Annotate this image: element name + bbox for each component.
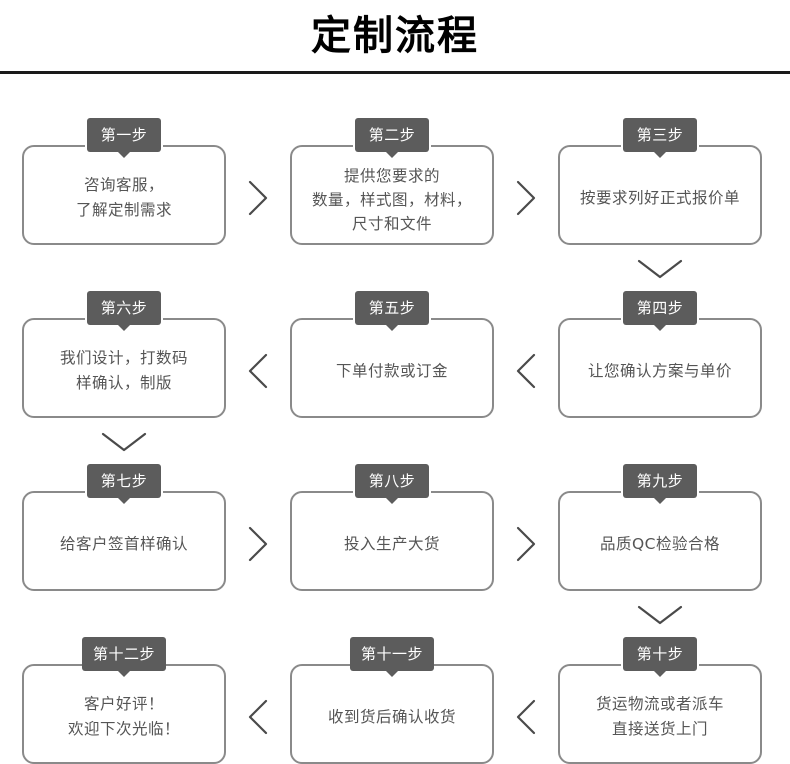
flow-step-card-12[interactable]: 第十二步 客户好评！ 欢迎下次光临！ [22,637,226,764]
page-header: 定制流程 [0,0,790,80]
step-text-line: 我们设计，打数码 [59,349,188,367]
step-badge-6: 第六步 [87,291,161,331]
flow-step-card-11[interactable]: 第十一步 收到货后确认收货 [290,637,494,764]
step-badge-9: 第九步 [623,464,697,504]
step-text-line: 样确认，制版 [75,374,172,392]
connector-step4-to-step5 [513,351,539,391]
step-text-line: 下单付款或订金 [335,361,448,380]
flow-step-text-8: 投入生产大货 [292,493,492,589]
connector-step11-to-step12 [245,697,271,737]
chevron-down-icon [99,429,149,455]
page-title: 定制流程 [311,13,479,59]
flow-step-card-5[interactable]: 第五步 下单付款或订金 [290,291,494,418]
connector-step6-to-step7 [99,429,149,455]
step-badge-12: 第十二步 [81,637,167,677]
step-badge-10: 第十步 [623,637,697,677]
flow-step-text-7: 给客户签首样确认 [24,493,224,589]
step-text-line: 投入生产大货 [343,534,440,553]
chevron-left-icon [245,697,271,737]
step-text-line: 欢迎下次光临！ [67,720,180,738]
flow-step-text-6: 我们设计，打数码 样确认，制版 [24,320,224,416]
step-text-line: 提供您要求的 [343,167,440,185]
flow-step-text-1: 咨询客服， 了解定制需求 [24,147,224,243]
flow-step-card-7[interactable]: 第七步 给客户签首样确认 [22,464,226,591]
step-badge-11: 第十一步 [349,637,435,677]
flow-step-card-1[interactable]: 第一步 咨询客服， 了解定制需求 [22,118,226,245]
step-badge-1: 第一步 [87,118,161,158]
flow-step-text-10: 货运物流或者派车 直接送货上门 [560,666,760,762]
step-text-line: 给客户签首样确认 [59,534,188,553]
flow-step-card-6[interactable]: 第六步 我们设计，打数码 样确认，制版 [22,291,226,418]
flow-step-card-10[interactable]: 第十步 货运物流或者派车 直接送货上门 [558,637,762,764]
step-text-line: 尺寸和文件 [351,215,432,233]
chevron-right-icon [245,178,271,218]
chevron-left-icon [513,697,539,737]
step-text-line: 让您确认方案与单价 [587,361,732,380]
step-text-line: 品质QC检验合格 [599,534,721,553]
connector-step3-to-step4 [635,256,685,282]
chevron-down-icon [635,602,685,628]
step-text-line: 货运物流或者派车 [595,695,724,713]
step-badge-4: 第四步 [623,291,697,331]
connector-step5-to-step6 [245,351,271,391]
flow-step-text-11: 收到货后确认收货 [292,666,492,762]
step-text-line: 数量，样式图，材料， [311,191,472,209]
flow-step-card-2[interactable]: 第二步 提供您要求的 数量，样式图，材料， 尺寸和文件 [290,118,494,245]
title-divider [0,71,790,74]
connector-step8-to-step9 [513,524,539,564]
process-flow-diagram: 第一步 咨询客服， 了解定制需求 第二步 提供您要求的 数量，样式图，材料， 尺… [0,80,790,764]
flow-step-text-4: 让您确认方案与单价 [560,320,760,416]
flow-step-card-3[interactable]: 第三步 按要求列好正式报价单 [558,118,762,245]
flow-step-text-3: 按要求列好正式报价单 [560,147,760,243]
step-badge-7: 第七步 [87,464,161,504]
step-text-line: 按要求列好正式报价单 [579,188,740,207]
chevron-down-icon [635,256,685,282]
connector-step2-to-step3 [513,178,539,218]
step-text-line: 收到货后确认收货 [327,707,456,726]
flow-step-card-8[interactable]: 第八步 投入生产大货 [290,464,494,591]
connector-step9-to-step10 [635,602,685,628]
step-text-line: 了解定制需求 [75,201,172,219]
chevron-right-icon [513,178,539,218]
step-badge-5: 第五步 [355,291,429,331]
step-text-line: 客户好评！ [83,695,164,713]
chevron-right-icon [245,524,271,564]
step-badge-2: 第二步 [355,118,429,158]
flow-step-card-9[interactable]: 第九步 品质QC检验合格 [558,464,762,591]
flow-step-card-4[interactable]: 第四步 让您确认方案与单价 [558,291,762,418]
chevron-left-icon [245,351,271,391]
flow-step-text-5: 下单付款或订金 [292,320,492,416]
flow-step-text-12: 客户好评！ 欢迎下次光临！ [24,666,224,762]
chevron-right-icon [513,524,539,564]
step-badge-8: 第八步 [355,464,429,504]
connector-step7-to-step8 [245,524,271,564]
flow-step-text-2: 提供您要求的 数量，样式图，材料， 尺寸和文件 [292,147,492,243]
step-badge-3: 第三步 [623,118,697,158]
flow-step-text-9: 品质QC检验合格 [560,493,760,589]
connector-step10-to-step11 [513,697,539,737]
connector-step1-to-step2 [245,178,271,218]
chevron-left-icon [513,351,539,391]
step-text-line: 直接送货上门 [611,720,708,738]
step-text-line: 咨询客服， [83,176,164,194]
